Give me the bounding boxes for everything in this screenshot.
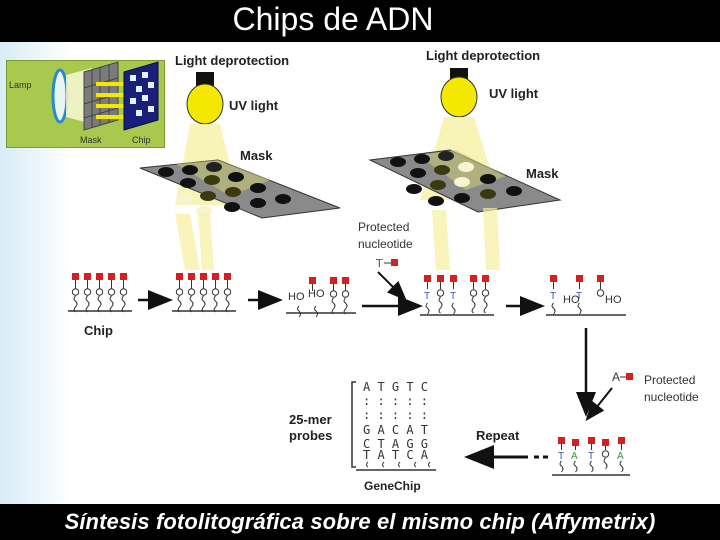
left-mask-label: Mask (240, 148, 273, 163)
svg-text:T: T (558, 451, 564, 462)
inset-lamp-label: Lamp (9, 80, 32, 90)
strand-group-5: T HO T HO (546, 275, 626, 316)
genechip-probes: 25-mer probes A T G T C : : : : : : : : … (289, 380, 436, 493)
probes-bracket (351, 381, 356, 468)
protected-lower-line1: Protected (644, 373, 695, 387)
probe-row-1: A T G T C (363, 380, 428, 394)
svg-text:T: T (550, 291, 556, 302)
left-uv-bulb-icon (186, 83, 224, 125)
right-beam-below-a (432, 210, 450, 270)
left-beam-below-a (175, 214, 200, 270)
inset-illustration: Lamp Mask Chip (9, 61, 159, 145)
probes-label-2: probes (289, 428, 332, 443)
right-beam-below-b (483, 208, 500, 270)
probe-row-5: C T A G G (363, 437, 428, 451)
probe-row-3: : : : : : (363, 408, 428, 422)
protected-lower-base: A (612, 370, 620, 384)
step5-ho-1: HO (563, 294, 580, 306)
repeat-arrow: Repeat (464, 428, 548, 469)
left-bulb-socket (196, 72, 214, 86)
lamp-lens-icon (51, 68, 69, 124)
title-bar: Chips de ADN (0, 0, 720, 42)
probe-row-4: G A C A T (363, 423, 428, 437)
inset-mask-label: Mask (80, 135, 102, 145)
svg-text:A: A (571, 451, 578, 462)
slide-caption: Síntesis fotolitográfica sobre el mismo … (64, 509, 656, 534)
svg-text:A: A (617, 451, 624, 462)
left-uv-light-label: UV light (229, 98, 279, 113)
protected-nucleotide-lower: A Protected nucleotide (585, 370, 699, 422)
right-mask-plate: Mask (368, 149, 562, 213)
probe-row-2: : : : : : (363, 394, 428, 408)
probes-label-1: 25-mer (289, 412, 332, 427)
step-row: Chip HO HO (68, 273, 626, 338)
inset-chip-icon (123, 61, 159, 131)
left-light-deprotection-label: Light deprotection (175, 53, 289, 68)
slide-title: Chips de ADN (232, 0, 434, 37)
strand-group-4: T T (420, 275, 494, 316)
svg-text:T: T (450, 291, 456, 302)
protected-upper-line2: nucleotide (358, 237, 413, 251)
right-light-deprotection-label: Light deprotection (426, 48, 540, 63)
protected-upper-line1: Protected (358, 220, 409, 234)
strand-group-1: Chip (68, 273, 132, 338)
chip-label: Chip (84, 323, 113, 338)
right-mask-label: Mask (526, 166, 559, 181)
genechip-label: GeneChip (364, 479, 421, 493)
step3-ho-1: HO (288, 291, 305, 303)
strand-group-3: HO HO (286, 277, 356, 318)
inset-light-rays (96, 82, 130, 119)
left-mask-plate: Mask (139, 148, 341, 219)
step3-ho-2: HO (308, 288, 325, 300)
protected-lower-line2: nucleotide (644, 390, 699, 404)
step5-ho-2: HO (605, 294, 622, 306)
repeat-label: Repeat (476, 428, 520, 443)
strand-group-6: T A T A (552, 437, 630, 476)
inset-chip-label: Chip (132, 135, 151, 145)
caption-bar: Síntesis fotolitográfica sobre el mismo … (0, 504, 720, 540)
left-beam-below-b (198, 214, 214, 270)
strand-group-2 (172, 273, 236, 313)
probe-row-6: T A T C A (363, 448, 429, 462)
right-uv-light-label: UV light (489, 86, 539, 101)
right-uv-bulb-icon (440, 76, 478, 118)
svg-text:T: T (576, 291, 582, 302)
svg-text:T: T (424, 291, 430, 302)
svg-text:T: T (588, 451, 594, 462)
protected-upper-base: T (375, 257, 383, 270)
protected-nucleotide-upper: Protected nucleotide T (358, 220, 413, 301)
